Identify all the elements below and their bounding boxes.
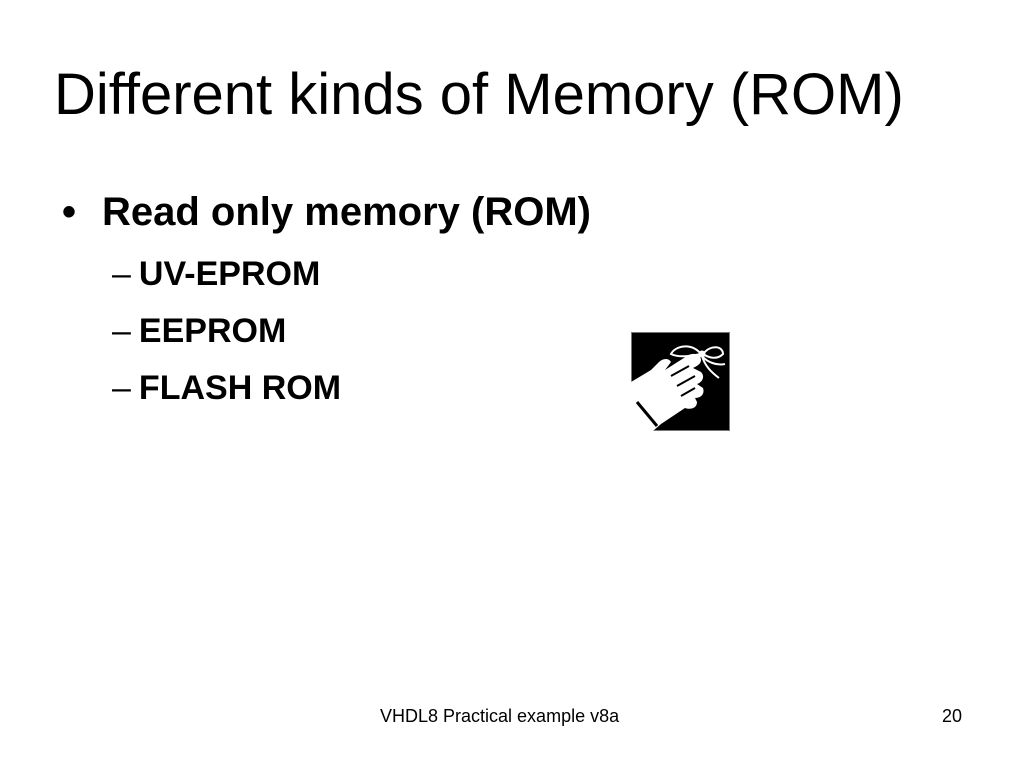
sub-item-dash: – [112,312,131,350]
finger-with-string-reminder-icon [631,332,730,431]
sub-item-dash: – [112,255,131,293]
page-number: 20 [941,706,962,726]
sub-item-text: EEPROM [138,312,287,350]
bullet-text: Read only memory (ROM) [102,190,591,234]
sub-item-uv-eprom: –UV-EPROM [112,254,320,295]
bullet-item-rom: • Read only memory (ROM) [62,188,591,236]
sub-item-text: FLASH ROM [138,369,342,407]
bullet-marker: • [62,190,77,234]
sub-item-eeprom: –EEPROM [112,311,286,352]
sub-item-flash-rom: –FLASH ROM [112,368,341,409]
sub-item-text: UV-EPROM [138,255,321,293]
sub-item-dash: – [112,369,131,407]
slide-title: Different kinds of Memory (ROM) [54,62,904,127]
footer-title: VHDL8 Practical example v8a [380,706,620,726]
